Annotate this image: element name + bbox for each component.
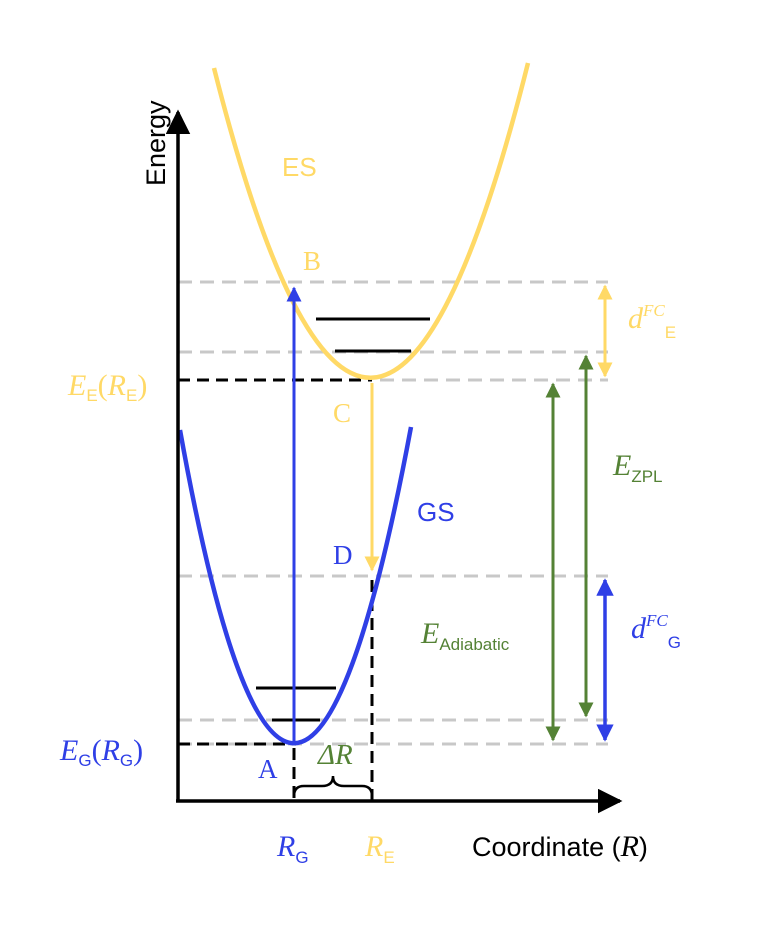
point-d-label: D: [333, 540, 353, 570]
e-zpl-label: EZPL: [612, 449, 663, 486]
point-b-label: B: [303, 246, 321, 276]
excited-minimum-energy-label: EE(RE): [67, 369, 147, 405]
excited-state-curve: [211, 62, 531, 380]
point-c-label: C: [333, 398, 351, 428]
r-excited-label: RE: [364, 830, 395, 867]
excited-state-label: ES: [282, 152, 317, 182]
r-ground-label: RG: [276, 830, 309, 867]
point-a-label: A: [258, 754, 278, 784]
vibrational-levels: [256, 317, 430, 722]
ground-state-label: GS: [417, 497, 455, 527]
delta-r-brace: [292, 775, 374, 797]
ground-minimum-energy-label: EG(RG): [59, 734, 143, 770]
e-adiabatic-label: EAdiabatic: [420, 617, 510, 654]
x-axis-label: Coordinate (R): [472, 830, 648, 863]
delta-r-label: ΔR: [317, 739, 353, 771]
y-axis-label: Energy: [141, 100, 171, 186]
d-fc-excited-label: dFCE: [628, 301, 676, 342]
d-fc-ground-label: dFCG: [631, 611, 681, 652]
guide-lines: [178, 280, 608, 746]
